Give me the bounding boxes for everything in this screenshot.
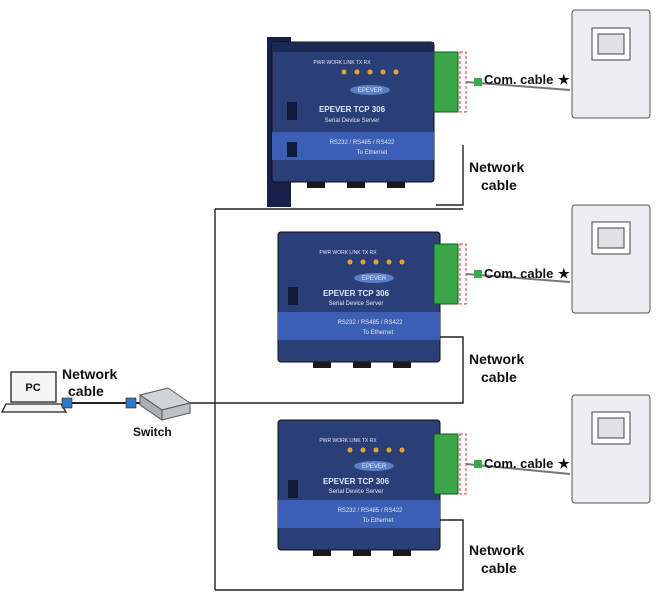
com-cable-label-2: Com. cable bbox=[484, 266, 553, 281]
device-1-logo bbox=[350, 85, 390, 95]
device-2-leds bbox=[347, 259, 405, 265]
network-cable-label-3a: Network bbox=[469, 542, 524, 558]
pc-laptop: PC bbox=[0, 371, 68, 413]
inverter-1 bbox=[571, 9, 651, 119]
star-icon: ★ bbox=[558, 266, 570, 281]
device-3-subtitle: Serial Device Server bbox=[329, 489, 384, 495]
device-1-model: EPEVER TCP 306 bbox=[319, 105, 386, 114]
device-2-ports: RS232 / RS485 / RS422 bbox=[337, 320, 403, 326]
serial-device-server-1: PWR WORK LINK TX RX EPEVER EPEVER TCP 30… bbox=[267, 37, 435, 207]
device-2-logo bbox=[354, 273, 394, 283]
device-3-leds bbox=[347, 447, 405, 453]
network-cable-label-2b: cable bbox=[481, 369, 517, 385]
network-cable-label-1a: Network bbox=[469, 159, 524, 175]
network-cable-label-left-2: cable bbox=[68, 383, 104, 399]
device-2-brand: EPEVER bbox=[362, 276, 387, 282]
network-switch bbox=[138, 387, 192, 421]
serial-device-server-2: PWR WORK LINK TX RX EPEVER EPEVER TCP 30… bbox=[277, 231, 441, 368]
device-2-connector bbox=[433, 243, 571, 305]
device-2-subtitle: Serial Device Server bbox=[329, 301, 384, 307]
network-wiring bbox=[190, 145, 464, 591]
switch-label: Switch bbox=[133, 425, 172, 439]
device-2-model: EPEVER TCP 306 bbox=[323, 289, 390, 298]
device-3-logo bbox=[354, 461, 394, 471]
device-1-to-ethernet: To Ethernet bbox=[357, 150, 388, 156]
device-1-connector bbox=[433, 51, 571, 113]
device-2-to-ethernet: To Ethernet bbox=[363, 330, 394, 336]
device-1-brand: EPEVER bbox=[358, 88, 383, 94]
com-cable-label-3: Com. cable bbox=[484, 456, 553, 471]
device-3-ports: RS232 / RS485 / RS422 bbox=[337, 508, 403, 514]
device-2-leds-label: PWR WORK LINK TX RX bbox=[319, 250, 377, 256]
device-3-connector bbox=[433, 433, 571, 495]
com-cable-label-1: Com. cable bbox=[484, 72, 553, 87]
inverter-2 bbox=[571, 204, 651, 314]
network-cable-label-1b: cable bbox=[481, 177, 517, 193]
network-cable-label-2a: Network bbox=[469, 351, 524, 367]
network-cable-label-3b: cable bbox=[481, 560, 517, 576]
device-3-leds-label: PWR WORK LINK TX RX bbox=[319, 438, 377, 444]
device-3-model: EPEVER TCP 306 bbox=[323, 477, 390, 486]
device-1-ports: RS232 / RS485 / RS422 bbox=[329, 140, 395, 146]
star-icon: ★ bbox=[558, 456, 570, 471]
star-icon: ★ bbox=[558, 72, 570, 87]
device-1-subtitle: Serial Device Server bbox=[325, 118, 380, 124]
device-1-leds bbox=[341, 69, 399, 75]
serial-device-server-3: PWR WORK LINK TX RX EPEVER EPEVER TCP 30… bbox=[277, 419, 441, 556]
pc-cable bbox=[61, 397, 140, 409]
network-cable-label-left-1: Network bbox=[62, 366, 117, 382]
device-3-brand: EPEVER bbox=[362, 464, 387, 470]
inverter-3 bbox=[571, 394, 651, 504]
device-1-leds-label: PWR WORK LINK TX RX bbox=[313, 60, 371, 66]
pc-label: PC bbox=[25, 382, 40, 394]
device-3-to-ethernet: To Ethernet bbox=[363, 518, 394, 524]
